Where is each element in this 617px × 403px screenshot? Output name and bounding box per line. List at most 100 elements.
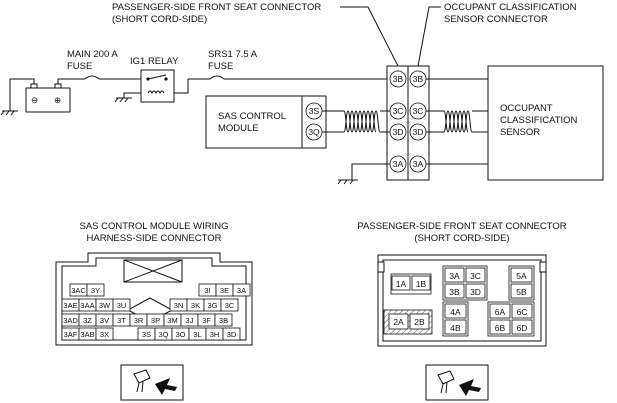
sas-harness-pin: 3N [174, 301, 184, 310]
sas-harness-pin: 3W [99, 301, 111, 310]
sas-harness-pin: 3AC [71, 286, 86, 295]
sas-harness-pin: 3Z [83, 316, 92, 325]
ig1-relay-label: IG1 RELAY [130, 56, 179, 67]
sas-harness-pin: 3E [220, 286, 229, 295]
fuse-icon [84, 75, 100, 80]
sas-harness-pin: 3A [237, 286, 246, 295]
sas-harness-pin: 3D [227, 330, 237, 339]
occ-conn-title-line1: OCCUPANT CLASSIFICATION [444, 2, 577, 13]
pass-seat-connector-body [377, 254, 547, 347]
sas-harness-pin: 3AE [63, 301, 77, 310]
seat-pin: 4A [450, 307, 461, 317]
ground-icon [0, 110, 18, 116]
sas-harness-pin: 3B [219, 316, 228, 325]
sas-harness-pin: 3AA [80, 301, 94, 310]
passenger-seat-connector [386, 65, 430, 181]
pass-conn-title-line2: (SHORT CORD-SIDE) [112, 14, 207, 25]
connector-view-icon [120, 364, 184, 401]
fuse-icon [209, 75, 225, 80]
sas-harness-pin: 3S [142, 330, 151, 339]
seat-pin: 3B [449, 287, 460, 297]
seat-pin: 3C [470, 271, 481, 281]
sas-harness-pin: 3Y [91, 286, 100, 295]
battery-pos-wire [57, 78, 85, 84]
sas-harness-pin: 3J [186, 316, 194, 325]
sas-module-label-1: SAS CONTROL [218, 111, 286, 122]
seat-pin: 6C [517, 307, 528, 317]
sas-harness-pin: 3R [134, 316, 144, 325]
sas-pin-label: 3S [309, 106, 320, 116]
occ-sensor-label-2: CLASSIFICATION [500, 115, 578, 126]
main-fuse-label-1: MAIN 200 A [67, 49, 118, 60]
occ-conn-leader [417, 6, 441, 67]
occ-sensor-label-1: OCCUPANT [500, 103, 553, 114]
ground-icon [337, 179, 358, 185]
pass-seat-bottom-title-2: (SHORT CORD-SIDE) [414, 233, 509, 244]
sas-harness-pin: 3K [191, 301, 200, 310]
seat-pin: 1B [416, 279, 427, 289]
sas-harness-pin: 3M [167, 316, 177, 325]
conn-pin-label: 3C [413, 106, 424, 116]
sas-harness-title-2: HARNESS-SIDE CONNECTOR [87, 233, 222, 244]
connector-view-icon [425, 364, 489, 401]
sas-harness-pin: 3G [207, 301, 217, 310]
seat-pin: 6D [517, 323, 528, 333]
seat-pin: 4B [450, 323, 461, 333]
sas-control-module [205, 95, 327, 149]
conn-pin-label: 3B [393, 74, 404, 84]
srs1-fuse-label-2: FUSE [208, 61, 233, 72]
conn-pin-label: 3D [393, 127, 404, 137]
conn-pin-label: 3C [393, 106, 404, 116]
sas-harness-title-1: SAS CONTROL MODULE WIRING [79, 221, 228, 232]
wire-3a-ground [351, 163, 390, 180]
svg-text:⊖: ⊖ [31, 95, 38, 105]
seat-pin: 3A [449, 271, 460, 281]
seat-pin: 2A [393, 317, 404, 327]
seat-pin: 1A [396, 279, 407, 289]
relay-coil-ground-wire [123, 92, 141, 98]
seat-pin: 2B [414, 317, 425, 327]
occ-conn-title-line2: SENSOR CONNECTOR [444, 14, 548, 25]
sas-harness-pin: 3Q [158, 330, 168, 339]
pass-seat-bottom-title-1: PASSENGER-SIDE FRONT SEAT CONNECTOR [357, 221, 566, 232]
sas-harness-pin: 3X [100, 330, 109, 339]
srs1-fuse-label-1: SRS1 7.5 A [208, 49, 258, 60]
seat-pin: 6B [495, 323, 506, 333]
battery-icon: ⊖ ⊕ [25, 83, 71, 113]
battery-neg-wire [9, 78, 35, 111]
sas-harness-pin: 3AB [80, 330, 94, 339]
sas-harness-pin: 3F [202, 316, 211, 325]
conn-pin-3b-left [389, 70, 407, 88]
conn-pin-label: 3D [413, 127, 424, 137]
sas-harness-pin-grid: 3AC 3Y 3I 3E 3A 3AE 3AA 3W 3U 3N 3K 3G 3… [61, 283, 251, 341]
sas-harness-pin: 3H [210, 330, 220, 339]
seat-pin: 5B [516, 287, 527, 297]
sas-harness-pin: 3V [100, 316, 109, 325]
sas-pin-label: 3Q [308, 127, 320, 137]
sas-harness-pin: 3O [175, 330, 185, 339]
relay-out-wire [174, 79, 189, 94]
sas-harness-pin: 3U [117, 301, 127, 310]
twisted-pair-icon [343, 110, 381, 133]
sas-harness-pin: 3L [193, 330, 201, 339]
conn-pin-label: 3B [413, 74, 424, 84]
sas-module-label-2: MODULE [218, 123, 259, 134]
sas-harness-pin: 3C [225, 301, 235, 310]
occupant-classification-sensor [487, 65, 604, 181]
seat-pin: 5A [516, 271, 527, 281]
sas-harness-pin: 3I [204, 286, 210, 295]
conn-pin-label: 3A [393, 159, 404, 169]
sas-harness-pin: 3AF [64, 330, 78, 339]
twisted-pair-icon [443, 110, 473, 133]
pass-conn-leader [340, 6, 399, 67]
seat-pin: 6A [495, 307, 506, 317]
main-fuse-label-2: FUSE [67, 61, 92, 72]
occ-sensor-label-3: SENSOR [500, 127, 540, 138]
seat-pin: 3D [470, 287, 481, 297]
svg-text:⊕: ⊕ [54, 95, 61, 105]
relay-icon [140, 69, 175, 103]
pass-conn-title-line1: PASSENGER-SIDE FRONT SEAT CONNECTOR [112, 2, 321, 13]
ground-icon [114, 97, 132, 103]
sas-harness-pin: 3P [151, 316, 160, 325]
